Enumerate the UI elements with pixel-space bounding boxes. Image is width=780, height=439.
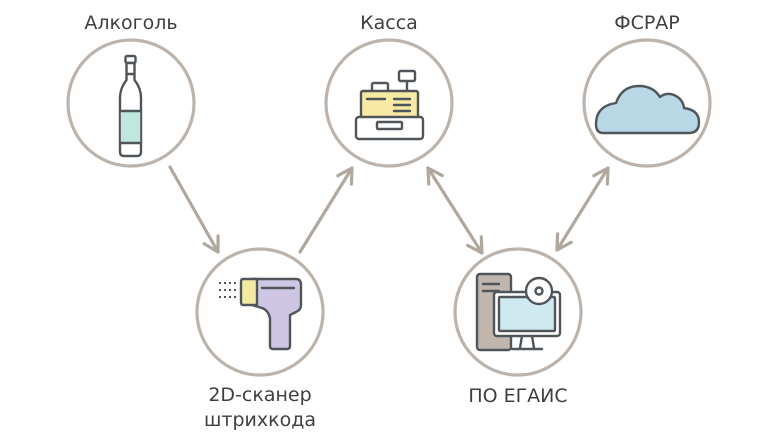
cloud-icon xyxy=(594,84,701,135)
arrow-egais-fsrar-two-way xyxy=(555,166,610,252)
arrow-alcohol-to-scanner xyxy=(168,165,220,254)
scanner-label-line2: штрихкода xyxy=(204,409,316,431)
egais-label: ПО ЕГАИС xyxy=(468,385,568,407)
computer-icon xyxy=(475,272,562,352)
cashier-label: Касса xyxy=(360,12,418,34)
fsrar-label: ФСРАР xyxy=(614,12,680,34)
arrow-scanner-to-cashier xyxy=(298,166,354,254)
barcode-scanner-icon xyxy=(219,277,303,351)
arrow-cashier-egais-two-way xyxy=(426,166,484,255)
scanner-label-line1: 2D-сканер xyxy=(208,384,312,406)
bottle-icon xyxy=(118,54,143,158)
scanner-label: 2D-сканер штрихкода xyxy=(185,383,335,433)
alcohol-label: Алкоголь xyxy=(84,12,178,34)
cash-register-icon xyxy=(354,69,425,141)
scanner-node-circle xyxy=(195,247,325,377)
